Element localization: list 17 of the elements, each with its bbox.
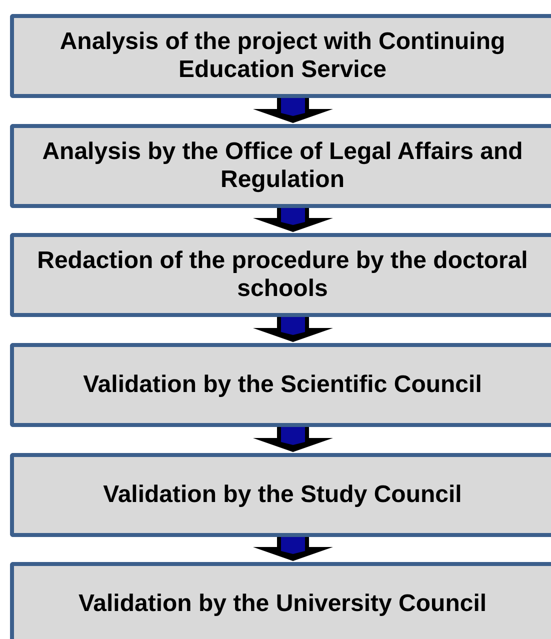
arrow <box>253 208 333 232</box>
arrow <box>253 427 333 452</box>
step-text: Redaction of the procedure by the doctoral schools <box>36 247 529 303</box>
process-box <box>10 124 551 208</box>
process-box <box>10 453 551 537</box>
process-box <box>10 343 551 427</box>
step-text: Validation by the Scientific Council <box>83 371 482 399</box>
step-text: Analysis of the project with Continuing Education Service <box>58 28 506 84</box>
process-box <box>10 562 551 639</box>
process-box <box>10 14 551 98</box>
step-text: Analysis by the Office of Legal Affairs and Regulation <box>41 138 524 194</box>
step-text: Validation by the Study Council <box>103 481 462 509</box>
arrow <box>253 98 333 123</box>
process-box <box>10 233 551 317</box>
step-text: Validation by the University Council <box>78 590 487 618</box>
arrow <box>253 317 333 342</box>
arrow <box>253 537 333 561</box>
